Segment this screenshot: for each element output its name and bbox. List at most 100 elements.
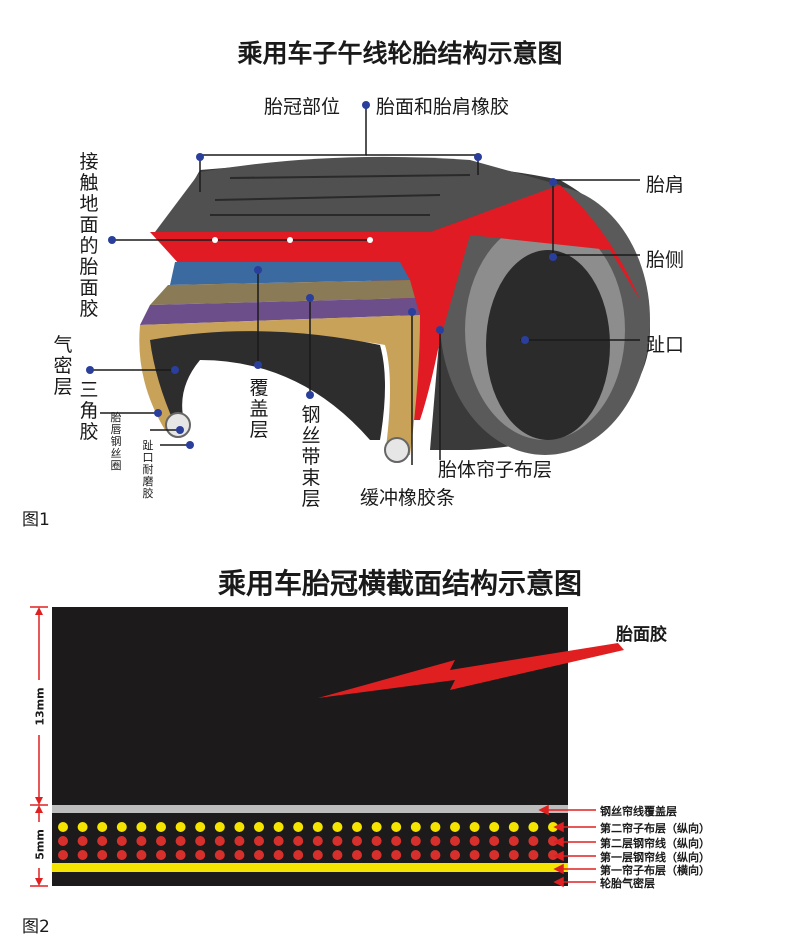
cord-dot-red-lower bbox=[97, 850, 108, 860]
tread-grooves bbox=[210, 174, 471, 216]
label-cap-ply: 覆盖层 bbox=[249, 377, 269, 441]
label-tread-shoulder-rubber: 胎面和胎肩橡胶 bbox=[376, 96, 510, 118]
figure2-title: 乘用车胎冠横截面结构示意图 bbox=[217, 567, 582, 600]
cord-dot-yellow bbox=[450, 822, 460, 832]
cord-dot-yellow bbox=[156, 822, 166, 832]
cord-dot-red-lower bbox=[175, 850, 186, 860]
label-crown: 胎冠部位 bbox=[264, 96, 341, 118]
cord-dot-red-upper bbox=[116, 836, 127, 846]
figure1-title: 乘用车子午线轮胎结构示意图 bbox=[237, 39, 563, 68]
tread-rubber-block bbox=[52, 607, 568, 805]
label-cushion: 缓冲橡胶条 bbox=[360, 487, 456, 509]
inner-liner bbox=[150, 331, 385, 440]
rim-inner bbox=[486, 250, 610, 440]
label-carcass-ply: 胎体帘子布层 bbox=[438, 459, 553, 481]
dim-13mm: 13mm bbox=[33, 687, 47, 726]
label-sidewall: 胎侧 bbox=[646, 249, 685, 271]
cord-dot-red-upper bbox=[58, 836, 68, 846]
cord-dot-red-lower bbox=[254, 850, 264, 860]
cord-dot-red-lower bbox=[312, 850, 323, 860]
cord-dot-yellow bbox=[548, 822, 558, 832]
label-steel-belt: 钢丝带束层 bbox=[301, 404, 321, 510]
cord-dot-red-upper bbox=[156, 836, 166, 846]
cord-dot-yellow bbox=[273, 822, 284, 832]
cord-dot-yellow bbox=[136, 822, 147, 832]
cord-dot-yellow bbox=[293, 822, 304, 832]
cord-dot-red-lower bbox=[508, 850, 519, 860]
cord-dot-red-upper bbox=[450, 836, 460, 846]
cord-dot-red-upper bbox=[430, 836, 441, 846]
cord-dot-red-lower bbox=[548, 850, 558, 860]
bead-left bbox=[165, 412, 191, 438]
cord-dot-red-upper bbox=[391, 836, 402, 846]
cord-dot-red-lower bbox=[371, 850, 382, 860]
figure1-caption: 图1 bbox=[22, 510, 50, 530]
cord-dot-yellow bbox=[528, 822, 539, 832]
cord-dot-red-lower bbox=[116, 850, 127, 860]
cord-dot-red-upper bbox=[508, 836, 519, 846]
cord-dot-red-lower bbox=[77, 850, 88, 860]
figure2-caption: 图2 bbox=[22, 917, 50, 937]
cord-dot-red-upper bbox=[312, 836, 323, 846]
cord-dot-red-upper bbox=[352, 836, 362, 846]
cord-dot-red-upper bbox=[136, 836, 147, 846]
cord-dot-red-upper bbox=[175, 836, 186, 846]
cord-dot-red-upper bbox=[410, 836, 421, 846]
cord-dot-red-upper bbox=[254, 836, 264, 846]
cord-dot-red-lower bbox=[469, 850, 480, 860]
layer-label-2: 第二帘子布层（纵向） bbox=[600, 822, 710, 835]
layer-label-5: 第一帘子布层（横向） bbox=[600, 864, 710, 877]
label-toe: 趾口 bbox=[646, 334, 685, 356]
layer-label-3: 第二层钢帘线（纵向） bbox=[600, 837, 710, 850]
cord-dot-red-upper bbox=[97, 836, 108, 846]
cord-dot-yellow bbox=[410, 822, 421, 832]
cord-dot-red-lower bbox=[528, 850, 539, 860]
cord-dot-red-upper bbox=[273, 836, 284, 846]
cord-dot-red-lower bbox=[450, 850, 460, 860]
layer-pointers bbox=[538, 804, 596, 888]
tread-arrow bbox=[318, 643, 624, 698]
cord-dot-red-lower bbox=[136, 850, 147, 860]
layer-steel-cord-cover bbox=[52, 805, 568, 813]
cord-dot-red-lower bbox=[293, 850, 304, 860]
cord-dot-red-upper bbox=[469, 836, 480, 846]
cord-dot-rows bbox=[58, 822, 558, 860]
label-tread-rubber: 胎面胶 bbox=[616, 625, 667, 645]
cord-dot-red-lower bbox=[195, 850, 206, 860]
label-inner-liner: 气密层 bbox=[53, 334, 73, 398]
cord-dot-yellow bbox=[234, 822, 245, 832]
cord-dot-yellow bbox=[352, 822, 362, 832]
cord-dot-yellow bbox=[97, 822, 108, 832]
cord-dot-red-upper bbox=[548, 836, 558, 846]
layer-label-4: 第一层钢帘线（纵向） bbox=[600, 851, 710, 864]
cord-dot-yellow bbox=[312, 822, 323, 832]
cord-dot-yellow bbox=[58, 822, 68, 832]
cord-dot-red-upper bbox=[528, 836, 539, 846]
cord-dot-yellow bbox=[214, 822, 225, 832]
cord-dot-yellow bbox=[469, 822, 480, 832]
cord-dot-red-lower bbox=[352, 850, 362, 860]
cord-dot-red-upper bbox=[371, 836, 382, 846]
layer-label-6: 轮胎气密层 bbox=[600, 877, 655, 890]
cord-dot-red-upper bbox=[195, 836, 206, 846]
cord-dot-yellow bbox=[77, 822, 88, 832]
cord-dot-yellow bbox=[489, 822, 500, 832]
cord-dot-yellow bbox=[371, 822, 382, 832]
cord-dot-red-upper bbox=[214, 836, 225, 846]
label-toe-abrasion: 趾口耐磨胶 bbox=[142, 439, 154, 500]
cord-dot-yellow bbox=[175, 822, 186, 832]
cord-dot-yellow bbox=[332, 822, 343, 832]
cord-dot-yellow bbox=[116, 822, 127, 832]
label-apex: 三角胶 bbox=[79, 379, 99, 443]
leader-dots bbox=[86, 101, 557, 449]
cord-dot-red-lower bbox=[332, 850, 343, 860]
cord-dot-yellow bbox=[508, 822, 519, 832]
belt-steel-2 bbox=[140, 298, 420, 325]
layer-inner-liner bbox=[52, 872, 568, 886]
label-ground-contact: 接触地面的胎面胶 bbox=[79, 151, 99, 320]
cord-dot-red-lower bbox=[273, 850, 284, 860]
bead-right bbox=[384, 437, 410, 463]
cord-dot-red-lower bbox=[234, 850, 245, 860]
cord-dot-red-lower bbox=[430, 850, 441, 860]
